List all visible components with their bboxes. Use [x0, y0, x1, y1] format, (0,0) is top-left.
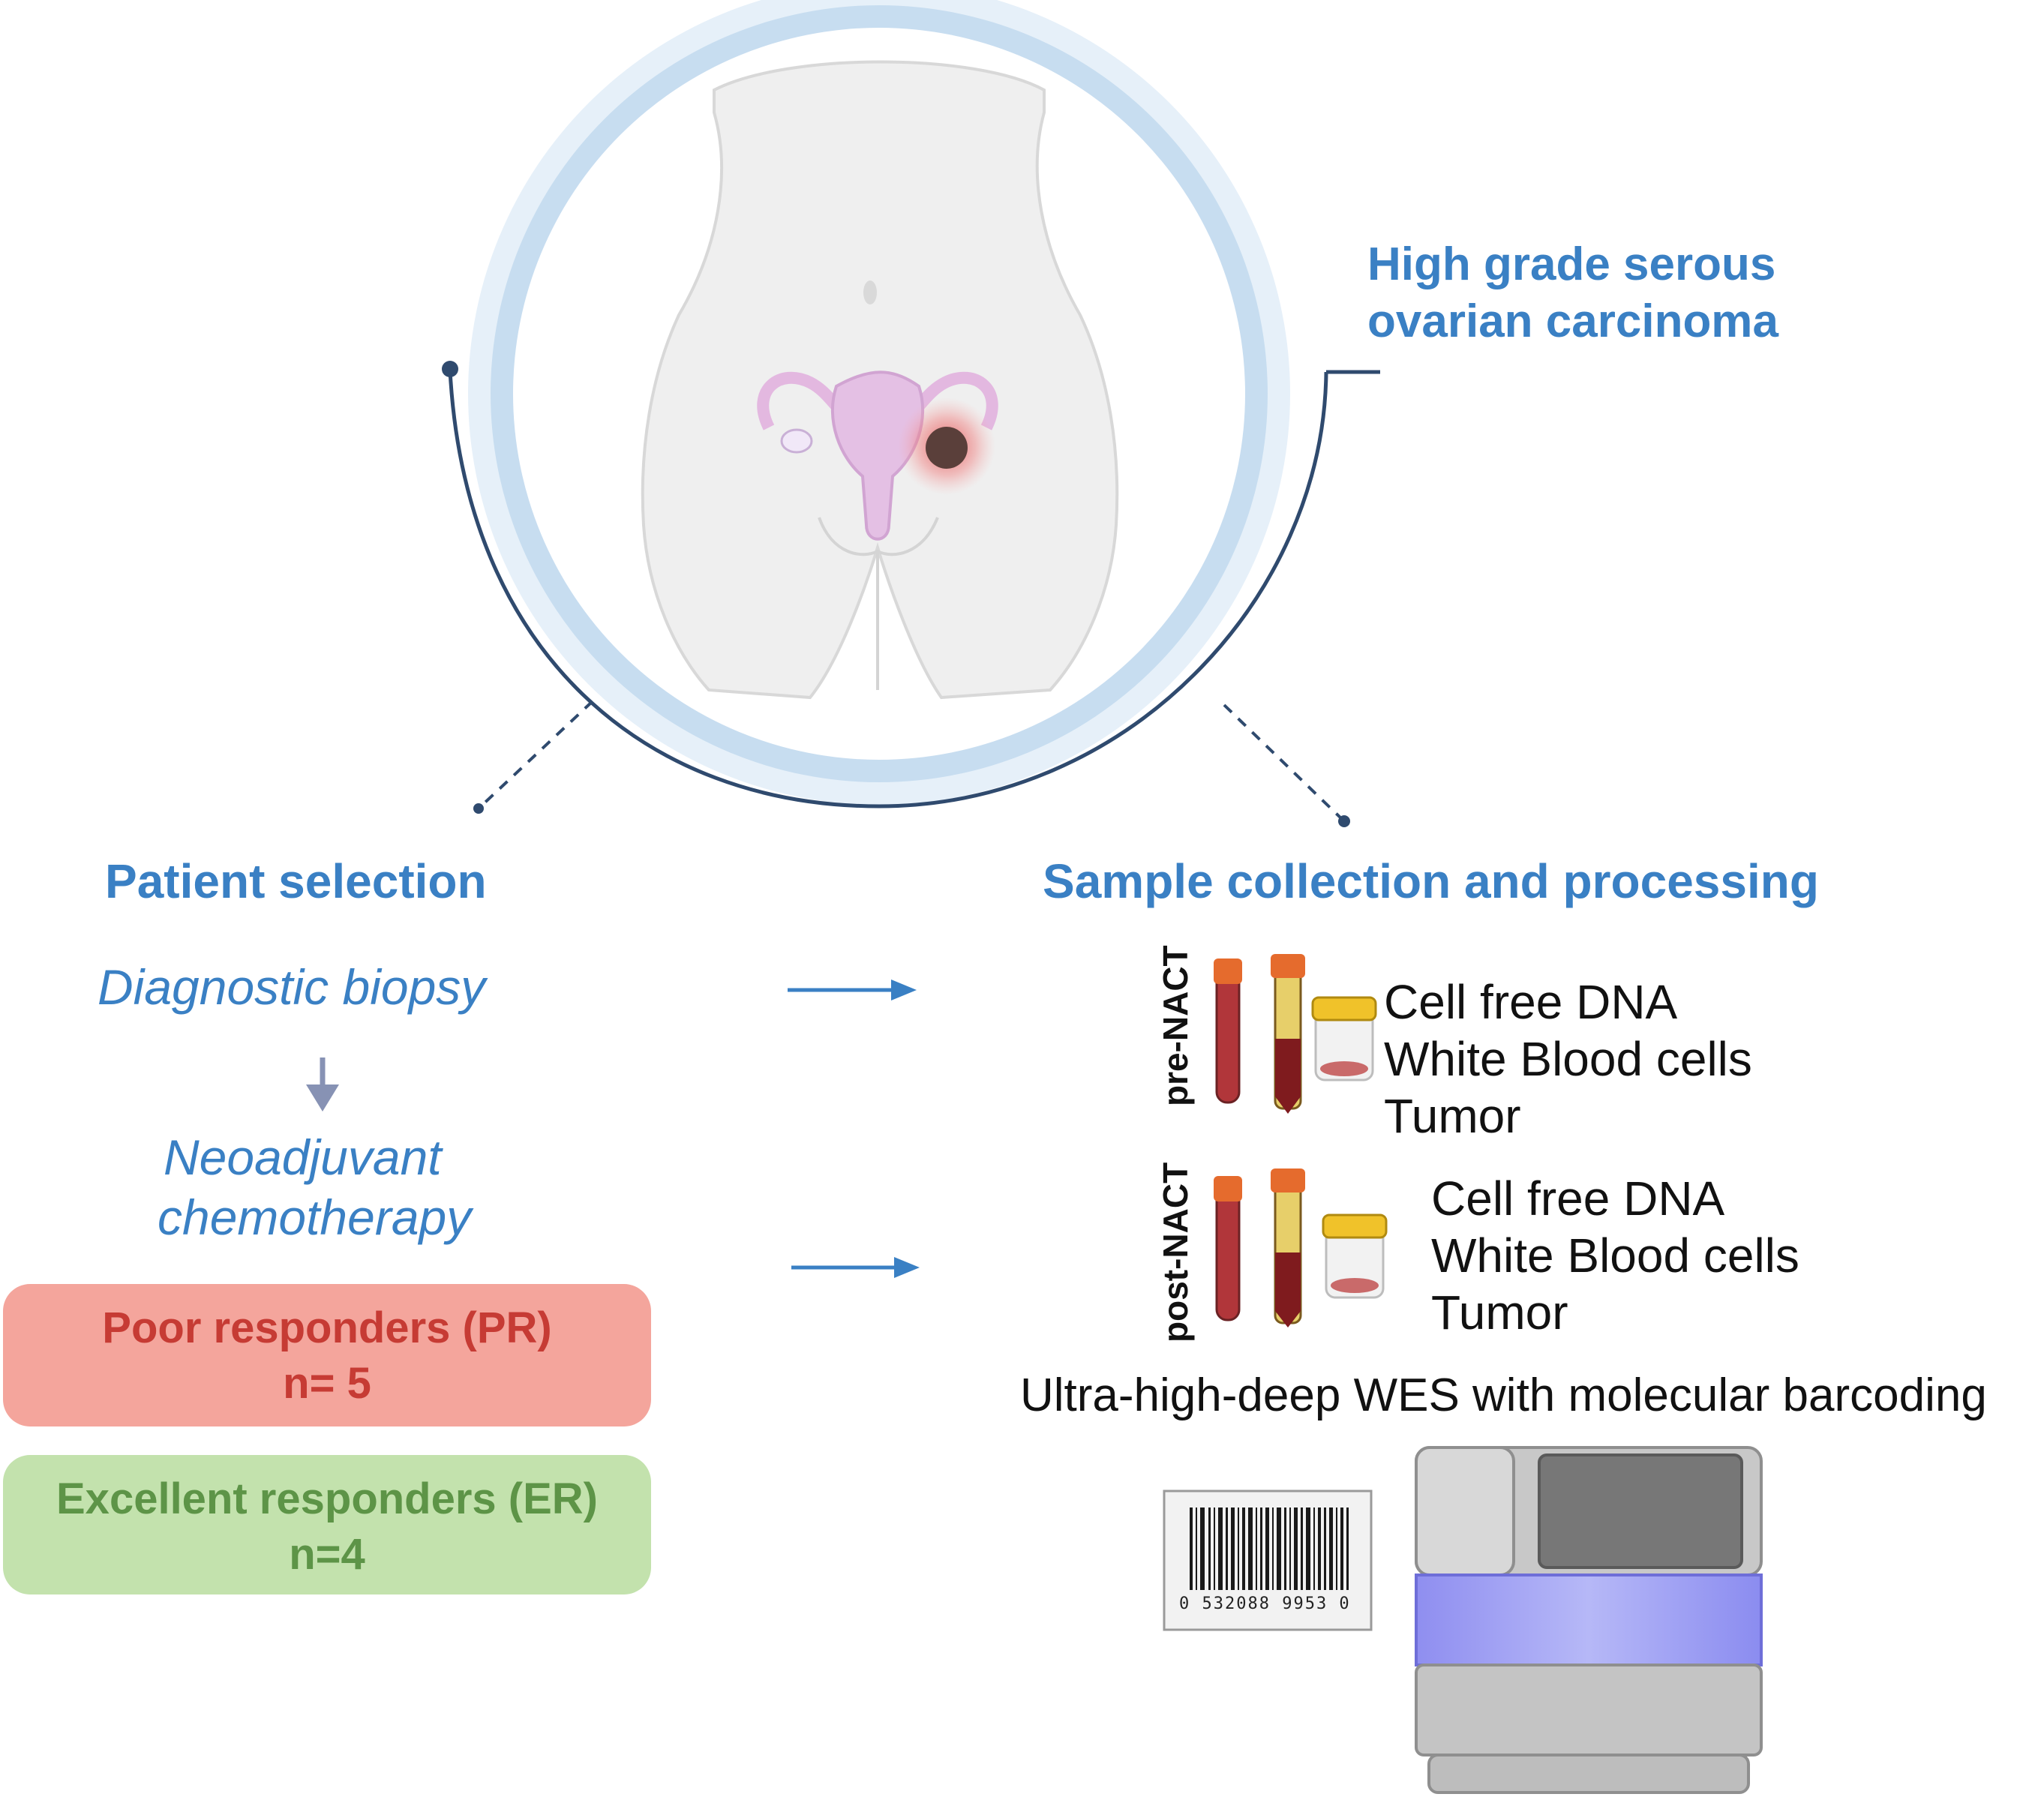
tumor-icon	[926, 427, 968, 469]
dashed-connectors	[477, 700, 1346, 823]
disease-title: High grade serous ovarian carcinoma	[1367, 236, 1778, 350]
pre-sample-wbc: White Blood cells	[1384, 1032, 1752, 1086]
timeline-arc	[448, 370, 1380, 808]
arrow-down	[306, 1058, 339, 1112]
poor-responders-count: n= 5	[283, 1359, 371, 1408]
disease-title-line1: High grade serous	[1367, 238, 1776, 290]
pre-sample-tubes	[1214, 954, 1377, 1114]
arrow-biopsy-to-pre	[788, 980, 917, 1000]
arrow-chemo-to-post	[791, 1257, 920, 1278]
sample-collection-title: Sample collection and processing	[1043, 854, 1819, 908]
barcode-number: 0 532088 9953 0	[1179, 1594, 1351, 1613]
post-sample-cfdna: Cell free DNA	[1431, 1172, 1725, 1226]
post-nact-samples: Cell free DNA White Blood cells Tumor	[1431, 1170, 1799, 1341]
excellent-responders-count: n=4	[289, 1530, 365, 1579]
excellent-responders-box: Excellent responders (ER) n=4	[3, 1455, 651, 1594]
excellent-responders-label: Excellent responders (ER)	[56, 1474, 598, 1523]
diagnostic-biopsy-label: Diagnostic biopsy	[98, 959, 486, 1015]
poor-responders-box: Poor responders (PR) n= 5	[3, 1284, 651, 1426]
sequencer-icon	[1415, 1446, 1763, 1794]
post-sample-wbc: White Blood cells	[1431, 1228, 1799, 1282]
arc-start-dot	[442, 361, 458, 377]
pre-sample-cfdna: Cell free DNA	[1384, 975, 1678, 1029]
barcode-icon	[1163, 1490, 1373, 1631]
pre-sample-tumor: Tumor	[1384, 1089, 1521, 1143]
neoadjuvant-label: Neoadjuvant	[164, 1130, 442, 1185]
post-nact-label: post-NACT	[1156, 1162, 1195, 1342]
pre-nact-label: pre-NACT	[1156, 945, 1195, 1106]
post-sample-tubes	[1214, 1168, 1388, 1328]
poor-responders-label: Poor responders (PR)	[102, 1304, 552, 1352]
post-sample-tumor: Tumor	[1431, 1286, 1568, 1340]
patient-selection-title: Patient selection	[105, 854, 487, 908]
sequencing-label: Ultra-high-deep WES with molecular barco…	[1020, 1370, 1987, 1421]
chemotherapy-label: chemotherapy	[158, 1190, 472, 1245]
pre-nact-samples: Cell free DNA White Blood cells Tumor	[1384, 974, 1752, 1144]
disease-title-line2: ovarian carcinoma	[1367, 296, 1778, 347]
anatomy-illustration	[468, 0, 1290, 805]
